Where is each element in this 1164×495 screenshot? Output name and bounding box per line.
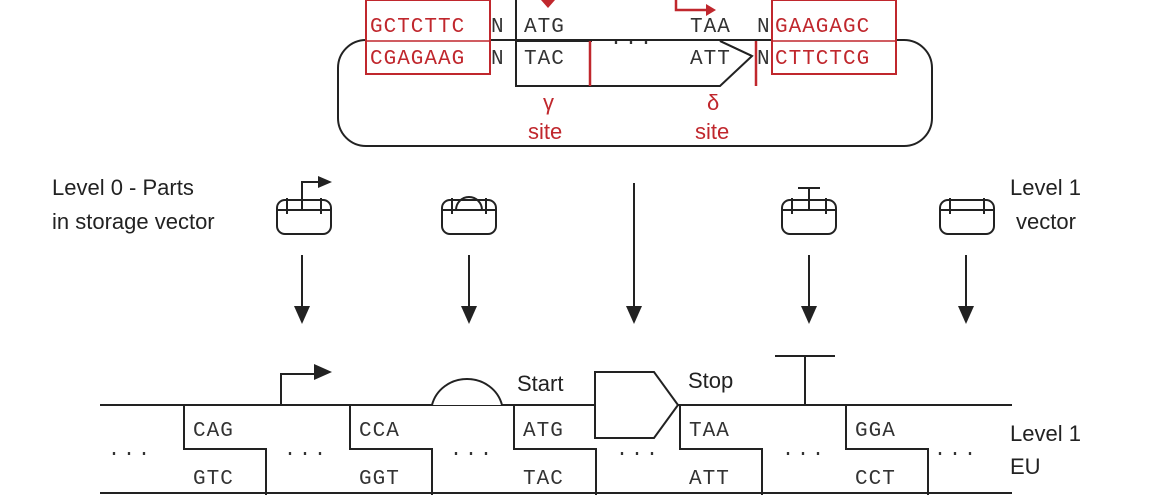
level1-vector-label-line1: Level 1 [1010, 175, 1081, 200]
assembly-dots-1: ... [108, 439, 153, 462]
n-top-left: N [491, 16, 505, 39]
cds-glyph [594, 371, 680, 439]
vector-backbone [337, 39, 933, 147]
left-site-top-seq: GCTCTTC [370, 16, 465, 39]
down-arrow-promoter [294, 255, 310, 324]
level0-parts-row: Level 0 - Parts in storage vector Level … [52, 175, 1081, 324]
overhang-2-top: CCA [359, 420, 400, 443]
stop-codon-bottom: ATT [690, 48, 731, 71]
overhang-steps [183, 405, 929, 495]
promoter-glyph [280, 364, 332, 405]
storage-vector-panel: GCTCTTC CGAGAAG N N GAAGAGC CTTCTCG N N … [337, 0, 933, 147]
delta-site-word: site [695, 119, 729, 144]
level0-label-line1: Level 0 - Parts [52, 175, 194, 200]
overhang-4-top: TAA [689, 420, 730, 443]
level1-vector-icon [939, 198, 995, 235]
overhang-5-bottom: CCT [855, 468, 896, 491]
n-top-right: N [757, 16, 771, 39]
level1-eu-label-line2: EU [1010, 454, 1041, 479]
overhang-1-top: CAG [193, 420, 234, 443]
delta-cut-line [674, 0, 712, 12]
right-site-bottom-seq: CTTCTCG [775, 48, 870, 71]
delta-symbol: δ [707, 90, 719, 115]
assembly-dots-4: ... [616, 439, 661, 462]
gamma-arrowhead [541, 0, 555, 8]
down-arrow-terminator [801, 255, 817, 324]
stop-codon-top: TAA [690, 16, 731, 39]
right-site-top-seq: GAAGAGC [775, 16, 870, 39]
promoter-storage-vector-icon [276, 176, 332, 235]
overhang-5-top: GGA [855, 420, 896, 443]
assembly-dots-2: ... [284, 439, 329, 462]
rbs-glyph [431, 377, 503, 406]
start-codon-top: ATG [524, 16, 565, 39]
stop-label: Stop [688, 368, 733, 393]
assembly-dots-5: ... [782, 439, 827, 462]
level1-eu-assembly: Start Stop Level 1 EU ... ... ... ... ..… [100, 355, 1081, 495]
gamma-symbol: γ [543, 90, 554, 115]
overhang-2-bottom: GGT [359, 468, 400, 491]
start-label: Start [517, 371, 563, 396]
overhang-3-top: ATG [523, 420, 564, 443]
rbs-storage-vector-icon [441, 196, 497, 235]
overhang-1-bottom: GTC [193, 468, 234, 491]
overhang-3-bottom: TAC [523, 468, 564, 491]
left-site-bottom-seq: CGAGAAG [370, 48, 465, 71]
down-arrow-cds [626, 183, 642, 324]
n-bottom-left: N [491, 48, 505, 71]
cds-middle-dots: ... [610, 28, 655, 51]
n-bottom-right: N [757, 48, 771, 71]
terminator-glyph [775, 355, 835, 405]
down-arrow-level1-vector [958, 255, 974, 324]
delta-arrowhead [706, 4, 716, 16]
overhang-4-bottom: ATT [689, 468, 730, 491]
gamma-site-word: site [528, 119, 562, 144]
assembly-dots-3: ... [450, 439, 495, 462]
level0-label-line2: in storage vector [52, 209, 215, 234]
assembly-dots-6: ... [934, 439, 979, 462]
cds-arrow-top [719, 40, 753, 57]
right-recognition-site-box [771, 0, 897, 75]
level1-vector-label-line2: vector [1016, 209, 1076, 234]
down-arrow-rbs [461, 255, 477, 324]
level1-eu-label-line1: Level 1 [1010, 421, 1081, 446]
left-recognition-site-box [365, 0, 491, 75]
terminator-storage-vector-icon [781, 187, 837, 235]
start-codon-bottom: TAC [524, 48, 565, 71]
